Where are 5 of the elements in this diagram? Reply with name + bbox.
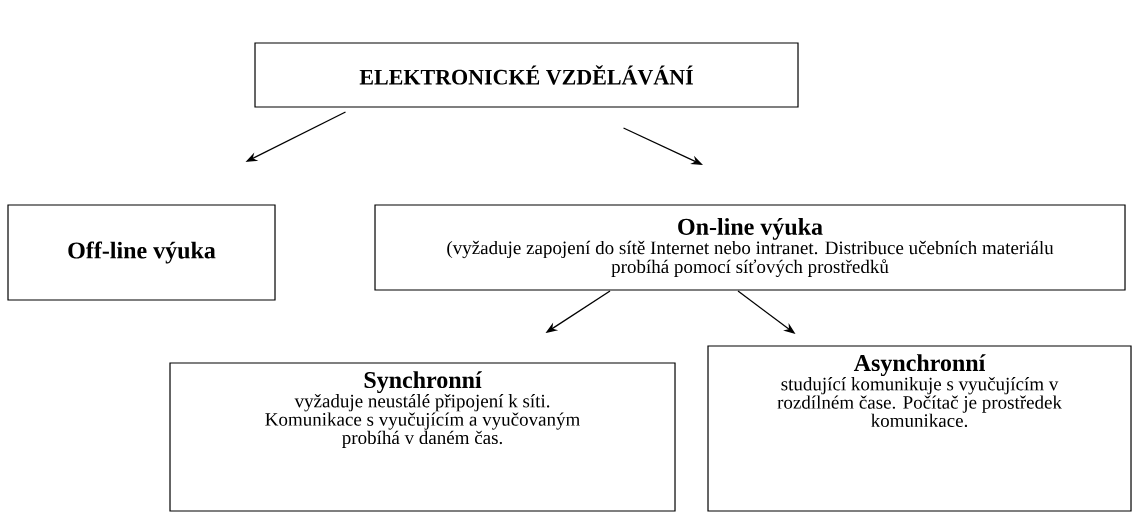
box-text: Asynchronní studující komunikuje s vyučujícím v rozdílném čase. Počítač je prostředek komunikace. [777,354,1062,428]
box-text: Off-line výuka [68,241,216,264]
box-text: ELEKTRONICKÉ VZDĚLÁVÁNÍ [359,65,693,85]
box-text: On-line výuka (vyžaduje zapojení do sítě Internet nebo intranet. Distribuce učebních materiálu probíhá pomocí síťových prostředků [447,218,1054,277]
box-text: Synchronní vyžaduje neustálé připojení k síti. Komunikace s vyučujícím a vyučovaným probíhá v daném čas. [265,371,580,448]
